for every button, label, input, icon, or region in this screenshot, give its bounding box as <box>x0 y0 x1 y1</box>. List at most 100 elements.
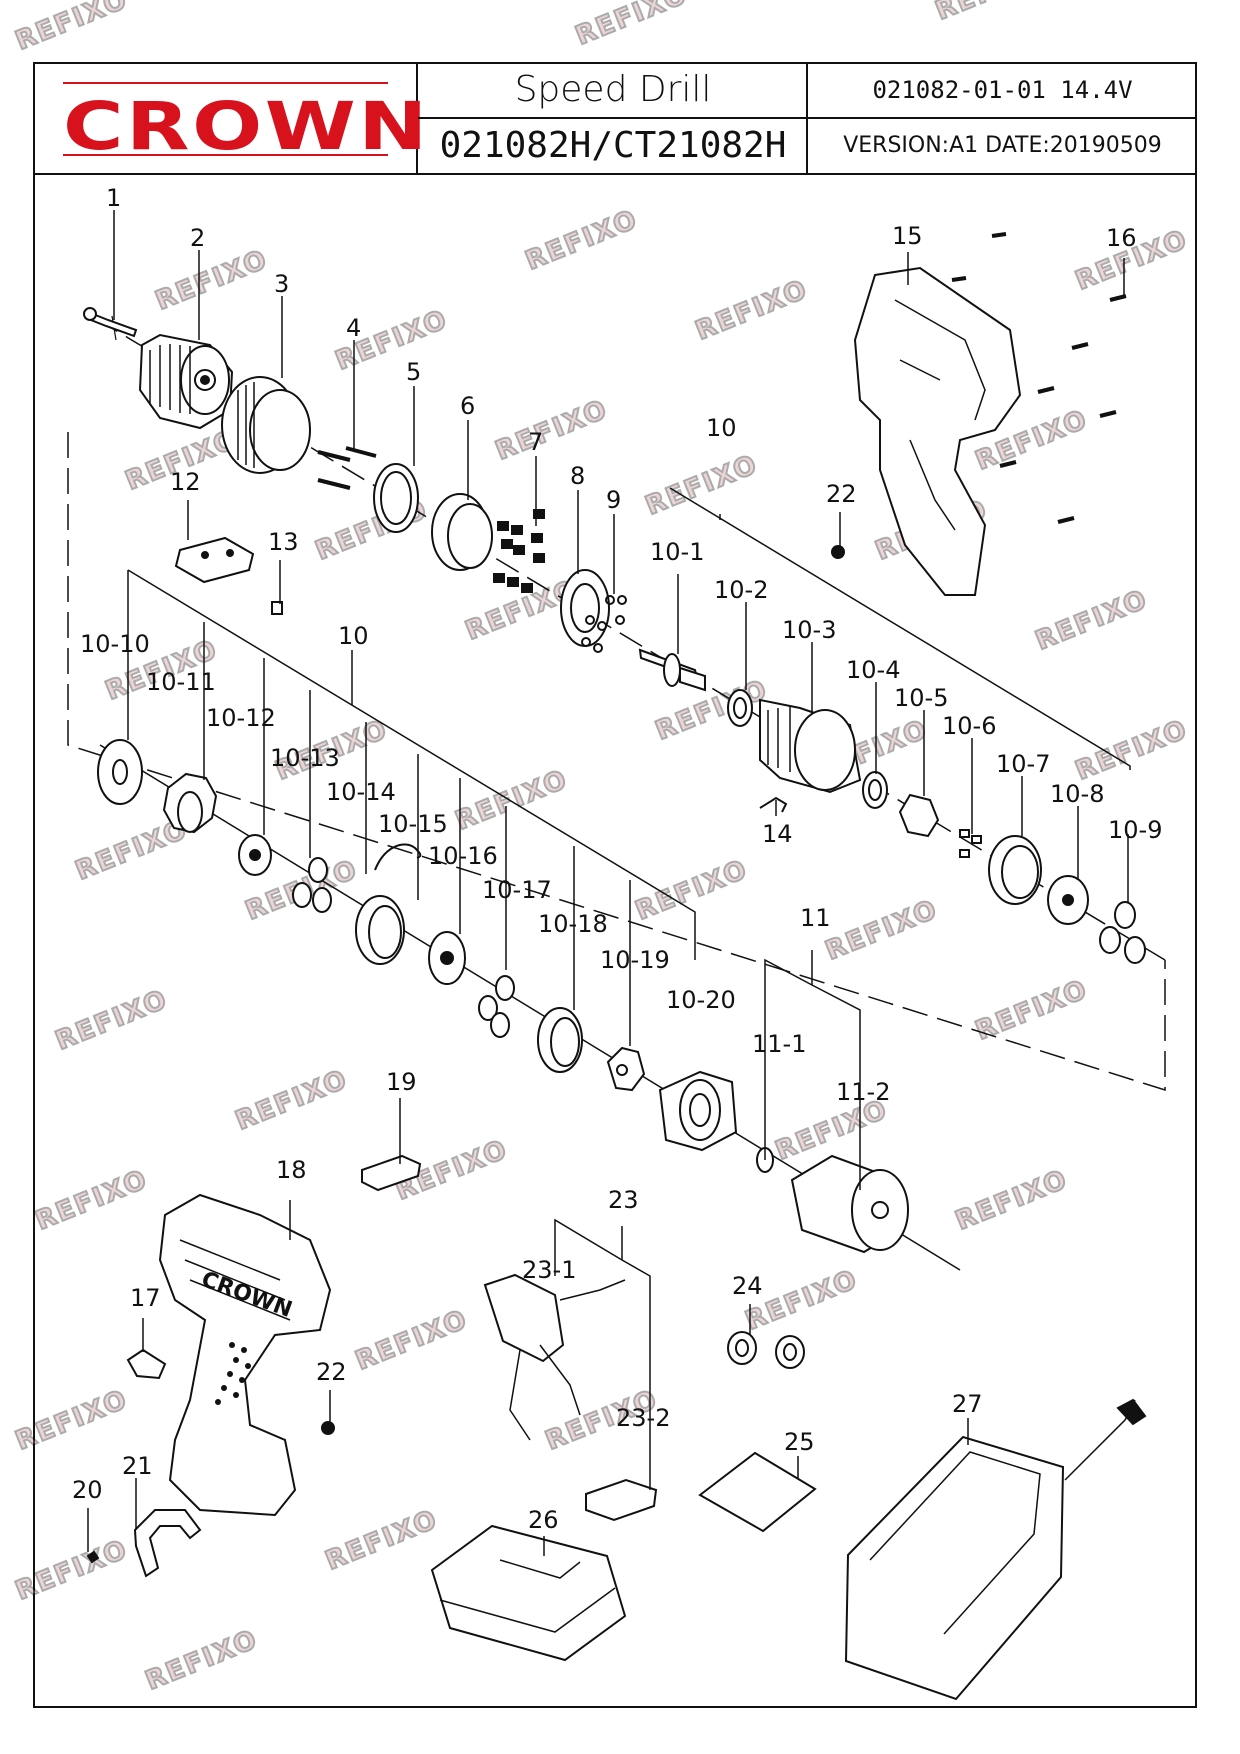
watermark-text: REFIXO <box>11 1384 132 1456</box>
watermark-text: REFIXO <box>231 1064 352 1136</box>
label-10-3: 10-3 <box>782 616 836 644</box>
label-22-upper: 22 <box>826 480 857 508</box>
part-21-belt-clip <box>133 1509 202 1578</box>
watermark-text: REFIXO <box>521 204 642 276</box>
part-10-16-carrier <box>428 931 466 985</box>
watermark-text: REFIXO <box>951 1164 1072 1236</box>
part-10-15-ring-gear <box>355 895 405 965</box>
watermark-text: REFIXO <box>491 394 612 466</box>
label-10-15: 10-15 <box>378 810 448 838</box>
label-11-2: 11-2 <box>836 1078 890 1106</box>
part-10-4-washer <box>862 771 888 809</box>
watermark-text: REFIXO <box>321 1504 442 1576</box>
group-10-frame <box>67 432 1166 1092</box>
part-22-nut-upper <box>831 545 845 559</box>
label-24: 24 <box>732 1272 763 1300</box>
part-13-spring <box>271 601 283 615</box>
drawing-code: 021082-01-01 14.4V <box>872 76 1133 104</box>
brand-logo: CROWN <box>63 88 430 165</box>
label-21: 21 <box>122 1452 153 1480</box>
label-17: 17 <box>130 1284 161 1312</box>
part-2-chuck <box>138 333 234 430</box>
watermark-text: REFIXO <box>571 0 692 51</box>
label-9: 9 <box>606 486 621 514</box>
label-26: 26 <box>528 1506 559 1534</box>
part-10-3-gear-housing <box>759 698 862 794</box>
part-10-12-carrier <box>238 834 272 876</box>
part-10-10-washer <box>97 739 143 805</box>
version-date: VERSION:A1 DATE:20190509 <box>843 133 1162 158</box>
part-4-screws <box>317 446 377 490</box>
watermark-text: REFIXO <box>821 894 942 966</box>
part-15-housing-half <box>853 266 1022 596</box>
part-labels: 1 2 3 4 5 6 7 8 9 10 10 10-1 10-2 10-3 1… <box>72 184 1162 1534</box>
label-27: 27 <box>952 1390 983 1418</box>
part-25-plate <box>698 1451 817 1533</box>
label-7: 7 <box>528 428 543 456</box>
watermark-text: REFIXO <box>11 1534 132 1606</box>
watermark-text: REFIXO <box>691 274 812 346</box>
part-10-17-planet-gears <box>478 975 515 1038</box>
part-7-springs <box>493 509 545 593</box>
part-10-20-motor-mount <box>658 1070 738 1152</box>
watermark-text: REFIXO <box>11 0 132 56</box>
label-3: 3 <box>274 270 289 298</box>
part-14-clip <box>759 796 788 813</box>
watermark-text: REFIXO <box>151 244 272 316</box>
watermark-text: REFIXO <box>351 1304 472 1376</box>
part-20-screw <box>86 1550 100 1564</box>
label-10-8: 10-8 <box>1050 780 1104 808</box>
watermark-text: REFIXO <box>931 0 1052 26</box>
part-11-2-motor <box>790 1154 909 1254</box>
label-10-7: 10-7 <box>996 750 1050 778</box>
drawing-frame <box>33 62 1197 1708</box>
label-23-2: 23-2 <box>616 1404 670 1432</box>
label-8: 8 <box>570 462 585 490</box>
label-6: 6 <box>460 392 475 420</box>
label-10-16: 10-16 <box>428 842 498 870</box>
label-11-1: 11-1 <box>752 1030 806 1058</box>
label-10-19: 10-19 <box>600 946 670 974</box>
part-10-7-ring-gear <box>988 835 1042 905</box>
part-24-magnets <box>727 1331 805 1369</box>
part-23-1-trigger-switch <box>483 1273 626 1441</box>
brand-logo-cell: CROWN <box>33 62 427 175</box>
part-3-clutch-collar <box>221 376 311 474</box>
part-10-19-washer <box>606 1046 646 1092</box>
label-10-12: 10-12 <box>206 704 276 732</box>
label-10-17: 10-17 <box>482 876 552 904</box>
watermark-text: REFIXO <box>641 449 762 521</box>
label-10-11: 10-11 <box>146 668 216 696</box>
label-10-10: 10-10 <box>80 630 150 658</box>
label-1: 1 <box>106 184 121 212</box>
label-18: 18 <box>276 1156 307 1184</box>
label-20: 20 <box>72 1476 103 1504</box>
watermark-text: REFIXO <box>141 1624 262 1696</box>
label-14: 14 <box>762 820 793 848</box>
part-10-9-planet-gears <box>1099 901 1146 964</box>
watermark-text: REFIXO <box>31 1164 152 1236</box>
logo-rule-bottom <box>63 154 388 156</box>
part-6-clutch-ring <box>431 493 493 571</box>
label-16: 16 <box>1106 224 1137 252</box>
label-10-9: 10-9 <box>1108 816 1162 844</box>
label-10-4: 10-4 <box>846 656 900 684</box>
label-10-2: 10-2 <box>714 576 768 604</box>
watermark-text: REFIXO <box>971 974 1092 1046</box>
part-26-battery <box>430 1524 627 1662</box>
main-axis-line <box>94 317 1166 961</box>
model-number: 021082H/CT21082H <box>439 125 787 166</box>
part-8-clutch-plate <box>560 569 610 647</box>
part-10-6-pins <box>959 829 982 858</box>
label-22-lower: 22 <box>316 1358 347 1386</box>
part-27-charger <box>844 1398 1147 1701</box>
part-22-nut-lower <box>321 1421 335 1435</box>
watermark-text: REFIXO <box>1031 584 1152 656</box>
product-title: Speed Drill <box>514 69 712 110</box>
part-17-button <box>126 1348 167 1380</box>
label-2: 2 <box>190 224 205 252</box>
part-10-13-planet-gears <box>292 857 332 913</box>
part-9-balls <box>581 595 627 653</box>
label-5: 5 <box>406 358 421 386</box>
